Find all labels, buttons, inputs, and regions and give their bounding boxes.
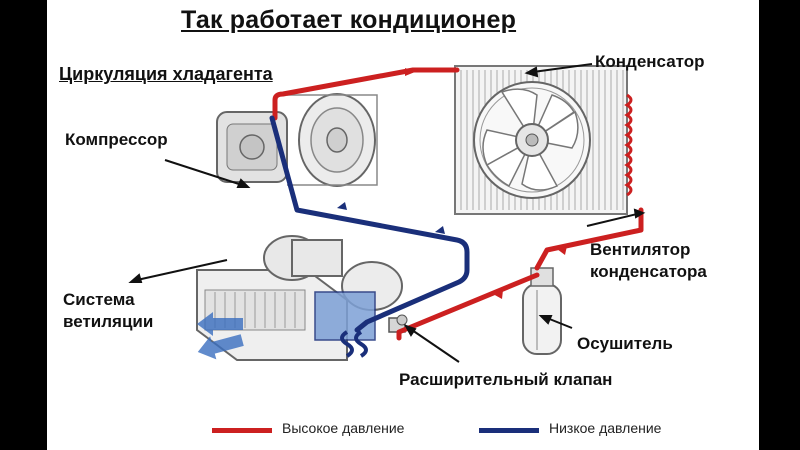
label-expansion-valve: Расширительный клапан bbox=[399, 370, 613, 389]
low-pressure-arrows bbox=[337, 202, 445, 234]
label-dryer: Осушитель bbox=[577, 334, 673, 353]
legend-low-swatch bbox=[479, 428, 539, 433]
label-ventilation-line1: Система bbox=[63, 290, 135, 309]
low-pressure-lines bbox=[269, 115, 470, 333]
legend-high-label: Высокое давление bbox=[282, 420, 405, 436]
label-condenser: Конденсатор bbox=[595, 52, 705, 71]
condenser-fan bbox=[473, 81, 591, 199]
label-condenser-fan-line1: Вентилятор bbox=[590, 240, 691, 259]
page-title: Так работает кондиционер bbox=[181, 6, 517, 34]
airflow-arrows bbox=[197, 312, 244, 360]
diagram-subtitle: Циркуляция хладагента bbox=[59, 64, 273, 84]
high-pressure-lines bbox=[272, 67, 644, 341]
high-pressure-arrows bbox=[405, 68, 567, 299]
dryer-unit bbox=[522, 267, 562, 355]
legend-low-label: Низкое давление bbox=[549, 420, 662, 436]
pointer-arrows bbox=[128, 63, 646, 363]
ac-system-diagram bbox=[128, 63, 646, 363]
label-condenser-fan-line2: конденсатора bbox=[590, 262, 707, 281]
label-compressor: Компрессор bbox=[65, 130, 168, 149]
diagram-frame: Так работает кондиционер Циркуляция хлад… bbox=[47, 0, 759, 450]
label-ventilation-line2: ветиляции bbox=[63, 312, 154, 331]
legend-high-swatch bbox=[212, 428, 272, 433]
compressor-unit bbox=[216, 93, 378, 187]
